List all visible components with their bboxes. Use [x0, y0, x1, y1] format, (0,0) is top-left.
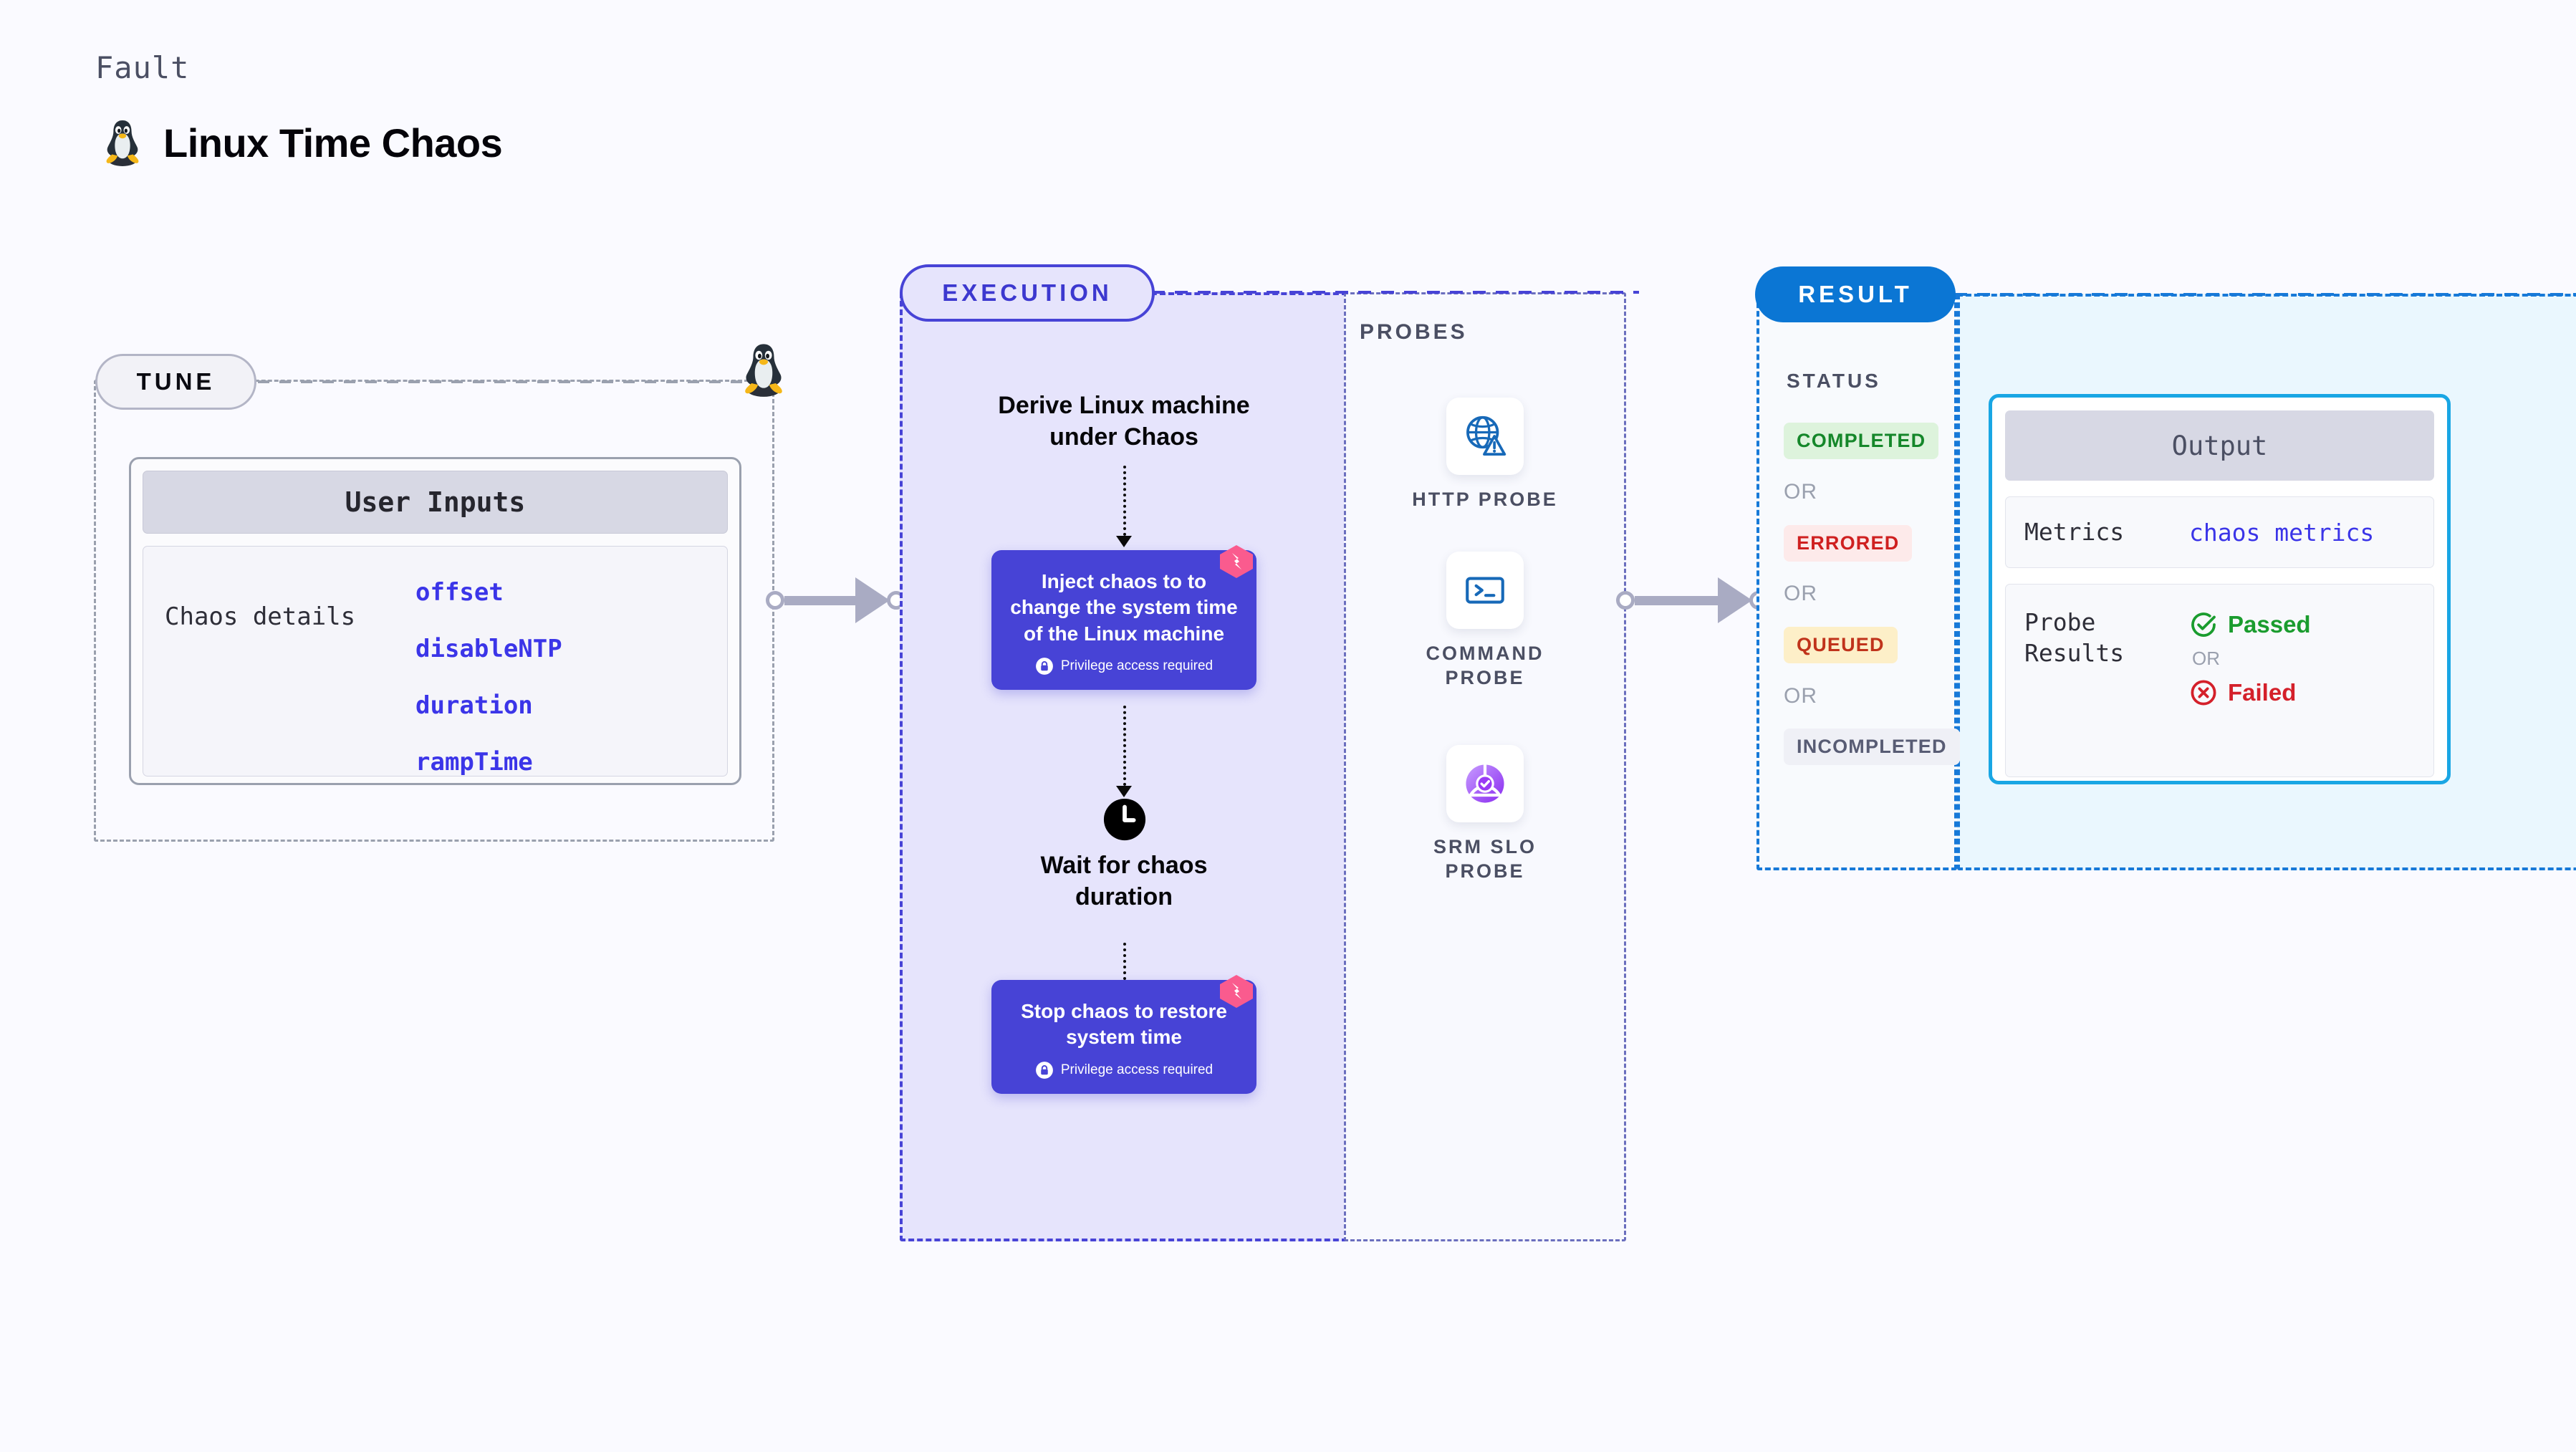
- connector-bar: [1635, 595, 1719, 605]
- input-offset[interactable]: offset: [415, 578, 504, 607]
- result-top-dashed-line: [1954, 293, 2576, 296]
- probe-http[interactable]: HTTP PROBE: [1378, 398, 1592, 512]
- status-badge-completed: COMPLETED: [1784, 423, 1939, 459]
- passed-label: Passed: [2228, 611, 2311, 638]
- execution-badge[interactable]: EXECUTION: [900, 264, 1155, 322]
- connector-start-dot: [766, 591, 784, 610]
- status-label: STATUS: [1787, 370, 1881, 392]
- output-card: Output Metrics chaos metrics Probe Resul…: [1989, 394, 2451, 784]
- result-badge[interactable]: RESULT: [1755, 266, 1956, 322]
- connector-bar: [784, 595, 857, 605]
- connector-probes-to-result: [1616, 577, 1768, 623]
- execution-arrow-1: [1123, 466, 1126, 536]
- status-badge-queued: QUEUED: [1784, 627, 1898, 663]
- stop-chaos-card[interactable]: Stop chaos to restore system time Privil…: [991, 980, 1256, 1094]
- user-inputs-card: User Inputs Chaos details offset disable…: [129, 457, 741, 785]
- tune-top-dashed-line: [258, 380, 759, 383]
- chaos-details-panel: Chaos details offset disableNTP duration…: [143, 546, 728, 777]
- execution-step-1-title: Derive Linux machine under Chaos: [998, 392, 1250, 451]
- terminal-prompt-icon: [1466, 577, 1504, 604]
- stop-privilege-note: Privilege access required: [1060, 1062, 1213, 1077]
- connector-arrowhead: [1718, 577, 1752, 623]
- lock-icon: [1035, 658, 1053, 675]
- harness-logo-icon: [1220, 545, 1253, 578]
- inject-chaos-card[interactable]: Inject chaos to to change the system tim…: [991, 550, 1256, 691]
- stop-privilege-row: Privilege access required: [1035, 1061, 1213, 1080]
- probe-srm-slo[interactable]: SRM SLO PROBE: [1378, 745, 1592, 884]
- metrics-value-link[interactable]: chaos metrics: [2189, 518, 2375, 547]
- output-metrics-row: Metrics chaos metrics: [2005, 496, 2434, 568]
- probe-results-values: Passed OR Failed: [2189, 607, 2311, 777]
- linux-penguin-icon: [745, 344, 782, 397]
- probe-result-passed: Passed: [2189, 610, 2311, 639]
- result-section: [1756, 294, 1957, 870]
- globe-warning-icon: [1466, 415, 1506, 456]
- probe-result-failed: Failed: [2189, 678, 2311, 707]
- failed-label: Failed: [2228, 679, 2297, 706]
- lock-icon: [1035, 1061, 1053, 1079]
- execution-arrowhead-1: [1116, 536, 1132, 547]
- execution-arrowhead-2: [1116, 786, 1132, 797]
- inject-privilege-row: Privilege access required: [1035, 657, 1213, 675]
- metrics-key: Metrics: [2024, 517, 2125, 546]
- chaos-details-values: offset disableNTP duration rampTime: [415, 572, 562, 777]
- probe-caption: SRM SLO PROBE: [1433, 836, 1537, 882]
- status-badge-errored: ERRORED: [1784, 525, 1913, 562]
- probe-tile: [1446, 398, 1524, 475]
- input-disablentp[interactable]: disableNTP: [415, 635, 562, 663]
- probe-results-key: Probe Results: [2024, 608, 2125, 667]
- status-or-1: OR: [1784, 480, 1817, 504]
- connector-arrowhead: [855, 577, 890, 623]
- connector-start-dot: [1616, 591, 1635, 610]
- input-ramptime[interactable]: rampTime: [415, 748, 533, 777]
- slo-donut-check-icon: [1466, 764, 1504, 803]
- linux-penguin-icon: [106, 120, 139, 166]
- page-title-row: Linux Time Chaos: [100, 118, 503, 167]
- status-or-3: OR: [1784, 684, 1817, 708]
- fault-kicker: Fault: [95, 50, 190, 85]
- probe-tile: [1446, 552, 1524, 629]
- probe-tile: [1446, 745, 1524, 822]
- wait-step-title: Wait for chaos duration: [1040, 852, 1208, 910]
- status-badge-incompleted: INCOMPLETED: [1784, 729, 1960, 765]
- input-duration[interactable]: duration: [415, 691, 533, 720]
- execution-arrow-3: [1123, 943, 1126, 1009]
- output-probe-results-row: Probe Results Passed OR Failed: [2005, 584, 2434, 777]
- execution-arrow-2: [1123, 706, 1126, 786]
- connector-tune-to-execution: [766, 577, 905, 623]
- check-circle-icon: [2191, 612, 2216, 637]
- stop-chaos-text: Stop chaos to restore system time: [1021, 1000, 1227, 1049]
- page-title: Linux Time Chaos: [163, 120, 503, 165]
- user-inputs-title: User Inputs: [143, 471, 728, 534]
- clock-icon: [1103, 798, 1146, 841]
- inject-chaos-text: Inject chaos to to change the system tim…: [1010, 570, 1238, 645]
- probe-result-or: OR: [2192, 648, 2220, 669]
- probes-label: PROBES: [1360, 320, 1468, 344]
- inject-privilege-note: Privilege access required: [1060, 658, 1213, 674]
- chaos-details-key: Chaos details: [165, 602, 356, 631]
- execution-top-dashed-line: [1152, 291, 1639, 294]
- output-title: Output: [2005, 410, 2434, 481]
- probe-command[interactable]: COMMAND PROBE: [1378, 552, 1592, 691]
- probe-caption: HTTP PROBE: [1412, 489, 1558, 510]
- probe-caption: COMMAND PROBE: [1426, 643, 1544, 688]
- harness-logo-icon: [1220, 975, 1253, 1008]
- x-circle-icon: [2191, 680, 2216, 706]
- status-or-2: OR: [1784, 582, 1817, 605]
- tune-badge[interactable]: TUNE: [95, 354, 256, 410]
